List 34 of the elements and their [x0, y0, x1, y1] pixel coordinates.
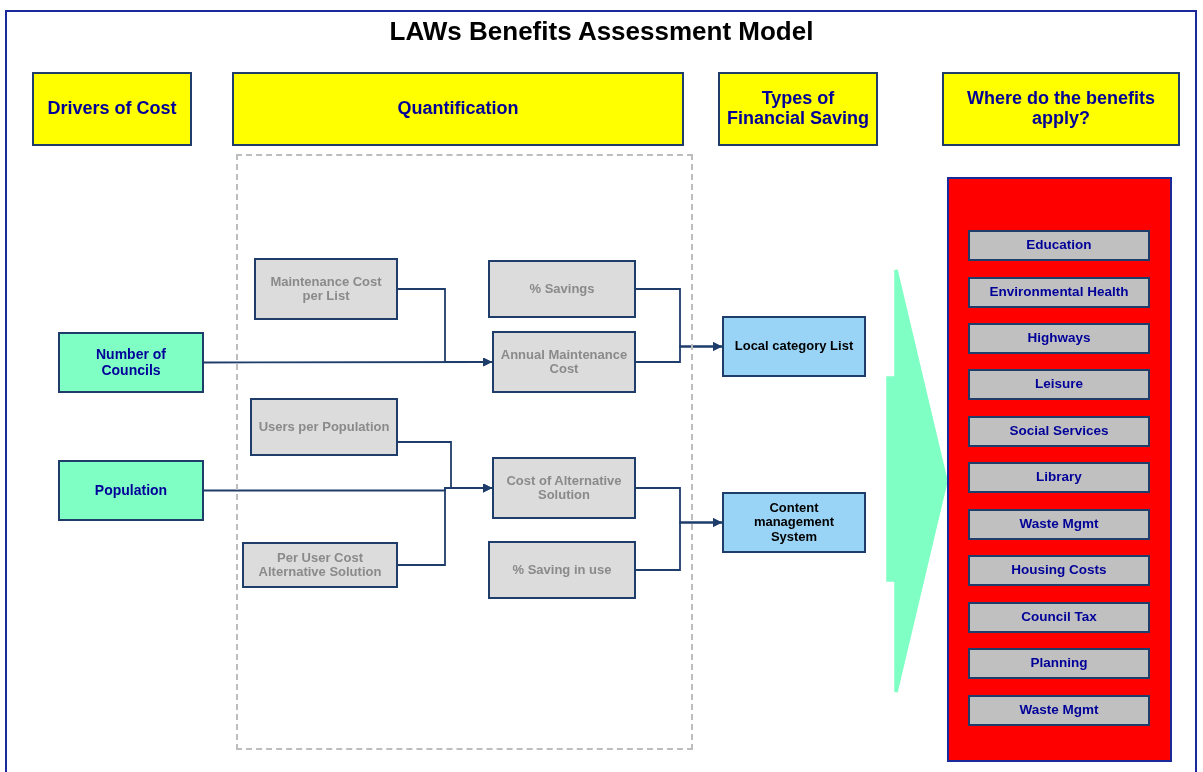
- arrow: [397, 483, 493, 566]
- benefit-area-box: Housing Costs: [968, 555, 1150, 586]
- benefit-area-box: Environmental Health: [968, 277, 1150, 308]
- benefit-area-box: Highways: [968, 323, 1150, 354]
- quantity-box: % Savings: [488, 260, 636, 318]
- benefit-area-box: Education: [968, 230, 1150, 261]
- arrow: [397, 288, 493, 367]
- column-header: Drivers of Cost: [32, 72, 192, 146]
- quantity-box: Per User Cost Alternative Solution: [242, 542, 398, 588]
- chevron-arrow: [886, 268, 948, 694]
- benefit-area-box: Waste Mgmt: [968, 695, 1150, 726]
- benefit-area-box: Library: [968, 462, 1150, 493]
- saving-type-box: Content management System: [722, 492, 866, 553]
- benefit-area-box: Leisure: [968, 369, 1150, 400]
- quantity-box: Cost of Alternative Solution: [492, 457, 636, 519]
- benefit-area-box: Waste Mgmt: [968, 509, 1150, 540]
- benefit-panel: [947, 177, 1172, 762]
- cost-driver-box: Number of Councils: [58, 332, 204, 393]
- quantity-box: % Saving in use: [488, 541, 636, 599]
- benefit-area-box: Social Services: [968, 416, 1150, 447]
- benefit-area-box: Planning: [968, 648, 1150, 679]
- cost-driver-box: Population: [58, 460, 204, 521]
- arrow: [635, 518, 723, 571]
- quantity-box: Annual Maintenance Cost: [492, 331, 636, 393]
- column-header: Types of Financial Saving: [718, 72, 878, 146]
- saving-type-box: Local category List: [722, 316, 866, 377]
- column-header: Where do the benefits apply?: [942, 72, 1180, 146]
- dashed-frame: [236, 154, 693, 750]
- arrow: [635, 342, 723, 363]
- quantity-box: Users per Population: [250, 398, 398, 456]
- diagram-title: LAWs Benefits Assessment Model: [388, 16, 815, 47]
- benefit-area-box: Council Tax: [968, 602, 1150, 633]
- quantity-box: Maintenance Cost per List: [254, 258, 398, 320]
- column-header: Quantification: [232, 72, 684, 146]
